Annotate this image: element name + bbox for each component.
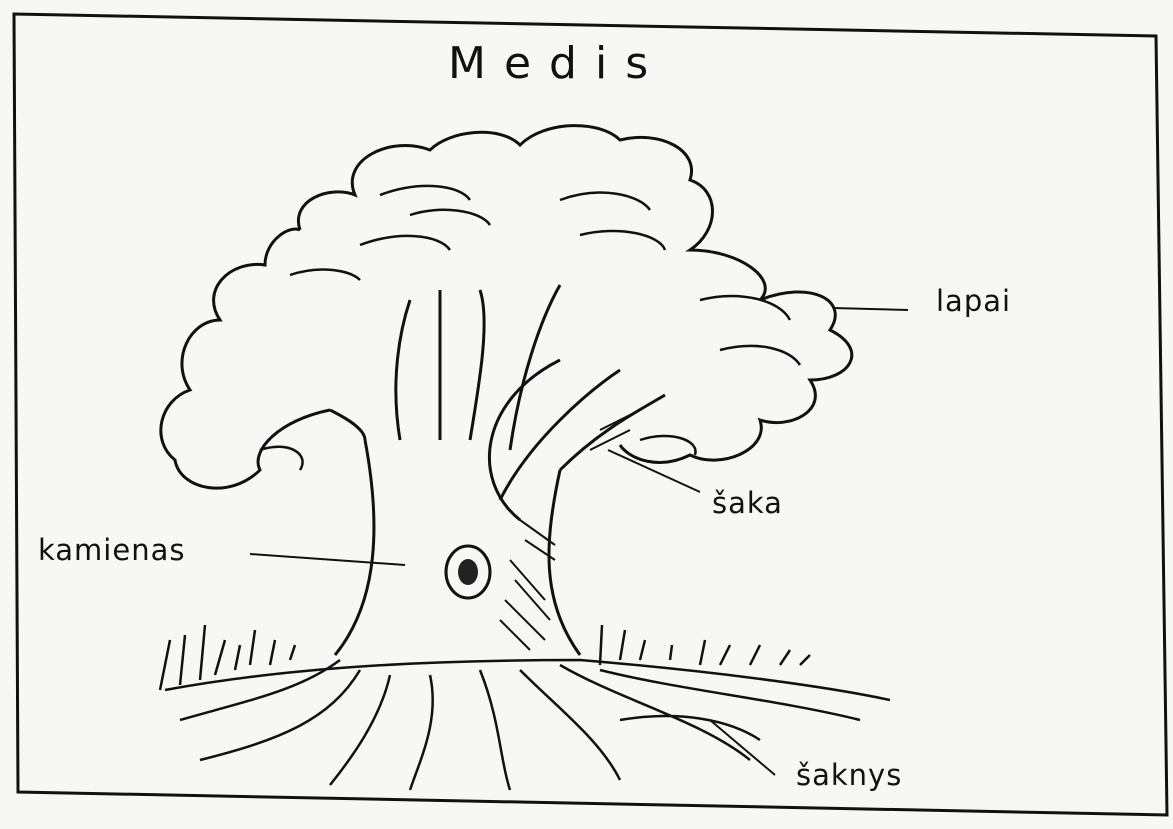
frame-border (14, 14, 1167, 815)
trunk-knot-inner (458, 559, 478, 585)
leader-kamienas (250, 554, 405, 565)
label-trunk: kamienas (38, 533, 185, 567)
branches (396, 285, 665, 520)
leader-lapai (833, 308, 908, 310)
leader-lines (250, 308, 908, 775)
diagram-title: Medis (448, 38, 666, 89)
label-roots: šaknys (796, 758, 902, 792)
grass (160, 625, 890, 700)
leader-saknys (710, 720, 775, 775)
label-leaves: lapai (936, 284, 1011, 318)
canopy-outline (161, 126, 852, 489)
label-branch: šaka (712, 486, 783, 520)
canopy-curls (260, 186, 800, 470)
trunk (330, 410, 580, 655)
